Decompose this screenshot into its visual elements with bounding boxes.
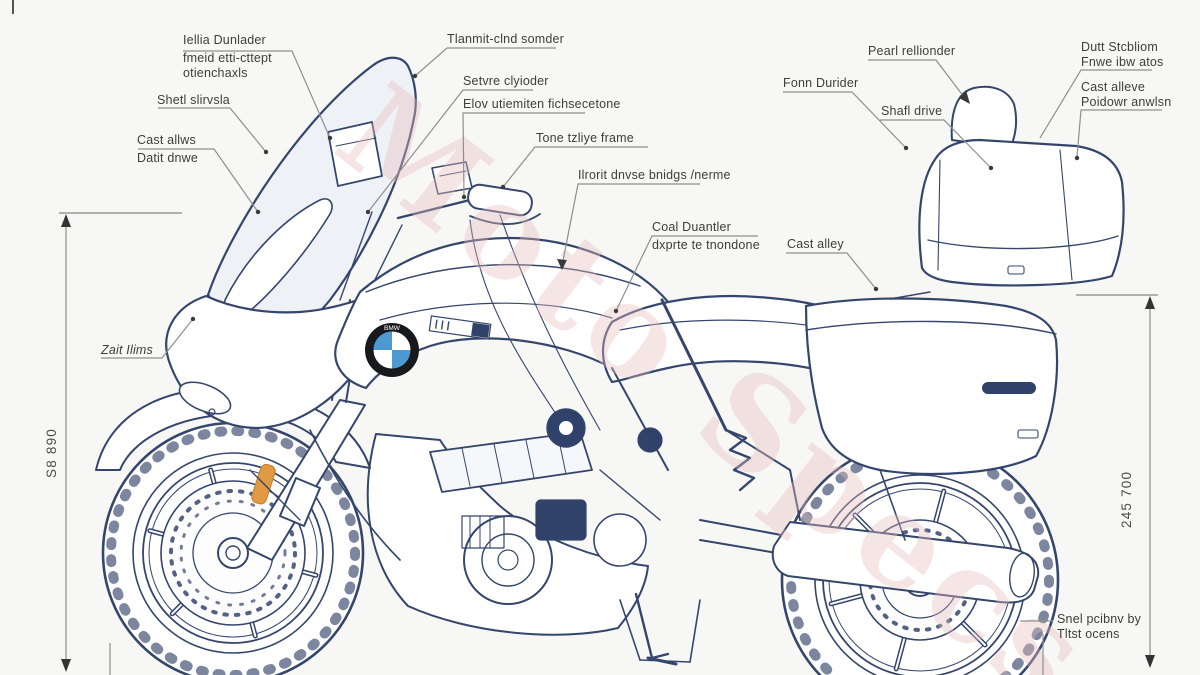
callout-cast-allws: Cast allws Datit dnwe	[137, 133, 198, 166]
leader-endpoints	[190, 73, 1080, 322]
callout-line: Ilrorit dnvse bnidgs /nerme	[578, 168, 731, 182]
callout-dutt: Dutt Stcbliom Fnwe ibw atos	[1081, 40, 1164, 70]
callout-coal: Coal Duantler dxprte te tnondone	[652, 220, 760, 253]
callout-line: Fnwe ibw atos	[1081, 55, 1164, 69]
left-dimension-value: S8 890	[44, 428, 59, 478]
callout-line: Coal Duantler	[652, 220, 732, 234]
callout-line: Iellia Dunlader	[183, 33, 266, 47]
callout-line: Poidowr anwlsn	[1081, 95, 1172, 109]
leader-lines	[101, 47, 1162, 675]
callout-line: otienchaxls	[183, 66, 248, 80]
callout-line: Tltst ocens	[1057, 627, 1120, 641]
engine	[429, 214, 663, 605]
callout-line: Cast allws	[137, 133, 196, 147]
callout-shafl: Shafl drive	[881, 104, 942, 119]
callout-line: dxprte te tnondone	[652, 238, 760, 252]
top-case	[918, 85, 1125, 287]
callout-zait: Zait Ilims	[101, 343, 153, 358]
callout-line: Zait Ilims	[101, 343, 153, 357]
callout-shetl: Shetl slirvsla	[157, 93, 230, 108]
callout-line: Elov utiemiten fichsecetone	[463, 97, 621, 111]
callout-pearl: Pearl rellionder	[868, 44, 955, 59]
callout-line: Datit dnwe	[137, 151, 199, 165]
callout-line: Snel pcibnv by	[1057, 612, 1142, 626]
kickstand	[619, 592, 701, 666]
callout-line: Fonn Durider	[783, 76, 859, 90]
callout-line: Pearl rellionder	[868, 44, 956, 58]
callout-cast-alleve: Cast alleve Poidowr anwlsn	[1081, 80, 1171, 110]
callout-line: Shetl slirvsla	[157, 93, 230, 107]
callout-tone: Tone tzliye frame	[536, 131, 634, 146]
callout-ilorit: Ilrorit dnvse bnidgs /nerme	[578, 168, 731, 183]
dash-unit	[327, 121, 383, 187]
bmw-roundel-logo: BMW	[365, 323, 419, 377]
tank-body	[334, 236, 670, 390]
callout-line: Tone tzliye frame	[536, 131, 634, 145]
callout-cast-alley: Cast alley	[787, 237, 844, 252]
callout-line: Setvre clyioder	[463, 74, 549, 88]
callout-line: Cast alleve	[1081, 80, 1146, 94]
side-pannier	[804, 297, 1059, 476]
pannier-handle	[982, 382, 1036, 394]
dimension-right	[1076, 294, 1158, 668]
callout-line: Shafl drive	[881, 104, 943, 118]
callout-line: fmeid etti-cttept	[183, 51, 272, 65]
handlebar	[396, 161, 541, 225]
dimension-left	[59, 212, 182, 675]
right-dimension-value: 245 700	[1119, 471, 1134, 528]
callout-snel: Snel pcibnv by Tltst ocens	[1057, 612, 1141, 642]
front-cowl	[165, 290, 401, 561]
callout-fonn: Fonn Durider	[783, 76, 858, 91]
callout-setvre: Setvre clyioder	[463, 74, 549, 89]
swingarm-exhaust	[699, 469, 1040, 604]
bmw-logo-text: BMW	[384, 325, 401, 332]
callout-line: Dutt Stcbliom	[1081, 40, 1158, 54]
frame-shock	[611, 298, 801, 521]
callout-line: Cast alley	[787, 237, 844, 251]
callout-line: Tlanmit-clnd somder	[447, 32, 565, 46]
callout-elov: Elov utiemiten fichsecetone	[463, 97, 621, 112]
callout-tlanmit: Tlanmit-clnd somder	[447, 32, 564, 47]
callout-iellia: Iellia Dunlader fmeid etti-cttept otienc…	[183, 33, 272, 81]
model-badge	[428, 315, 492, 340]
